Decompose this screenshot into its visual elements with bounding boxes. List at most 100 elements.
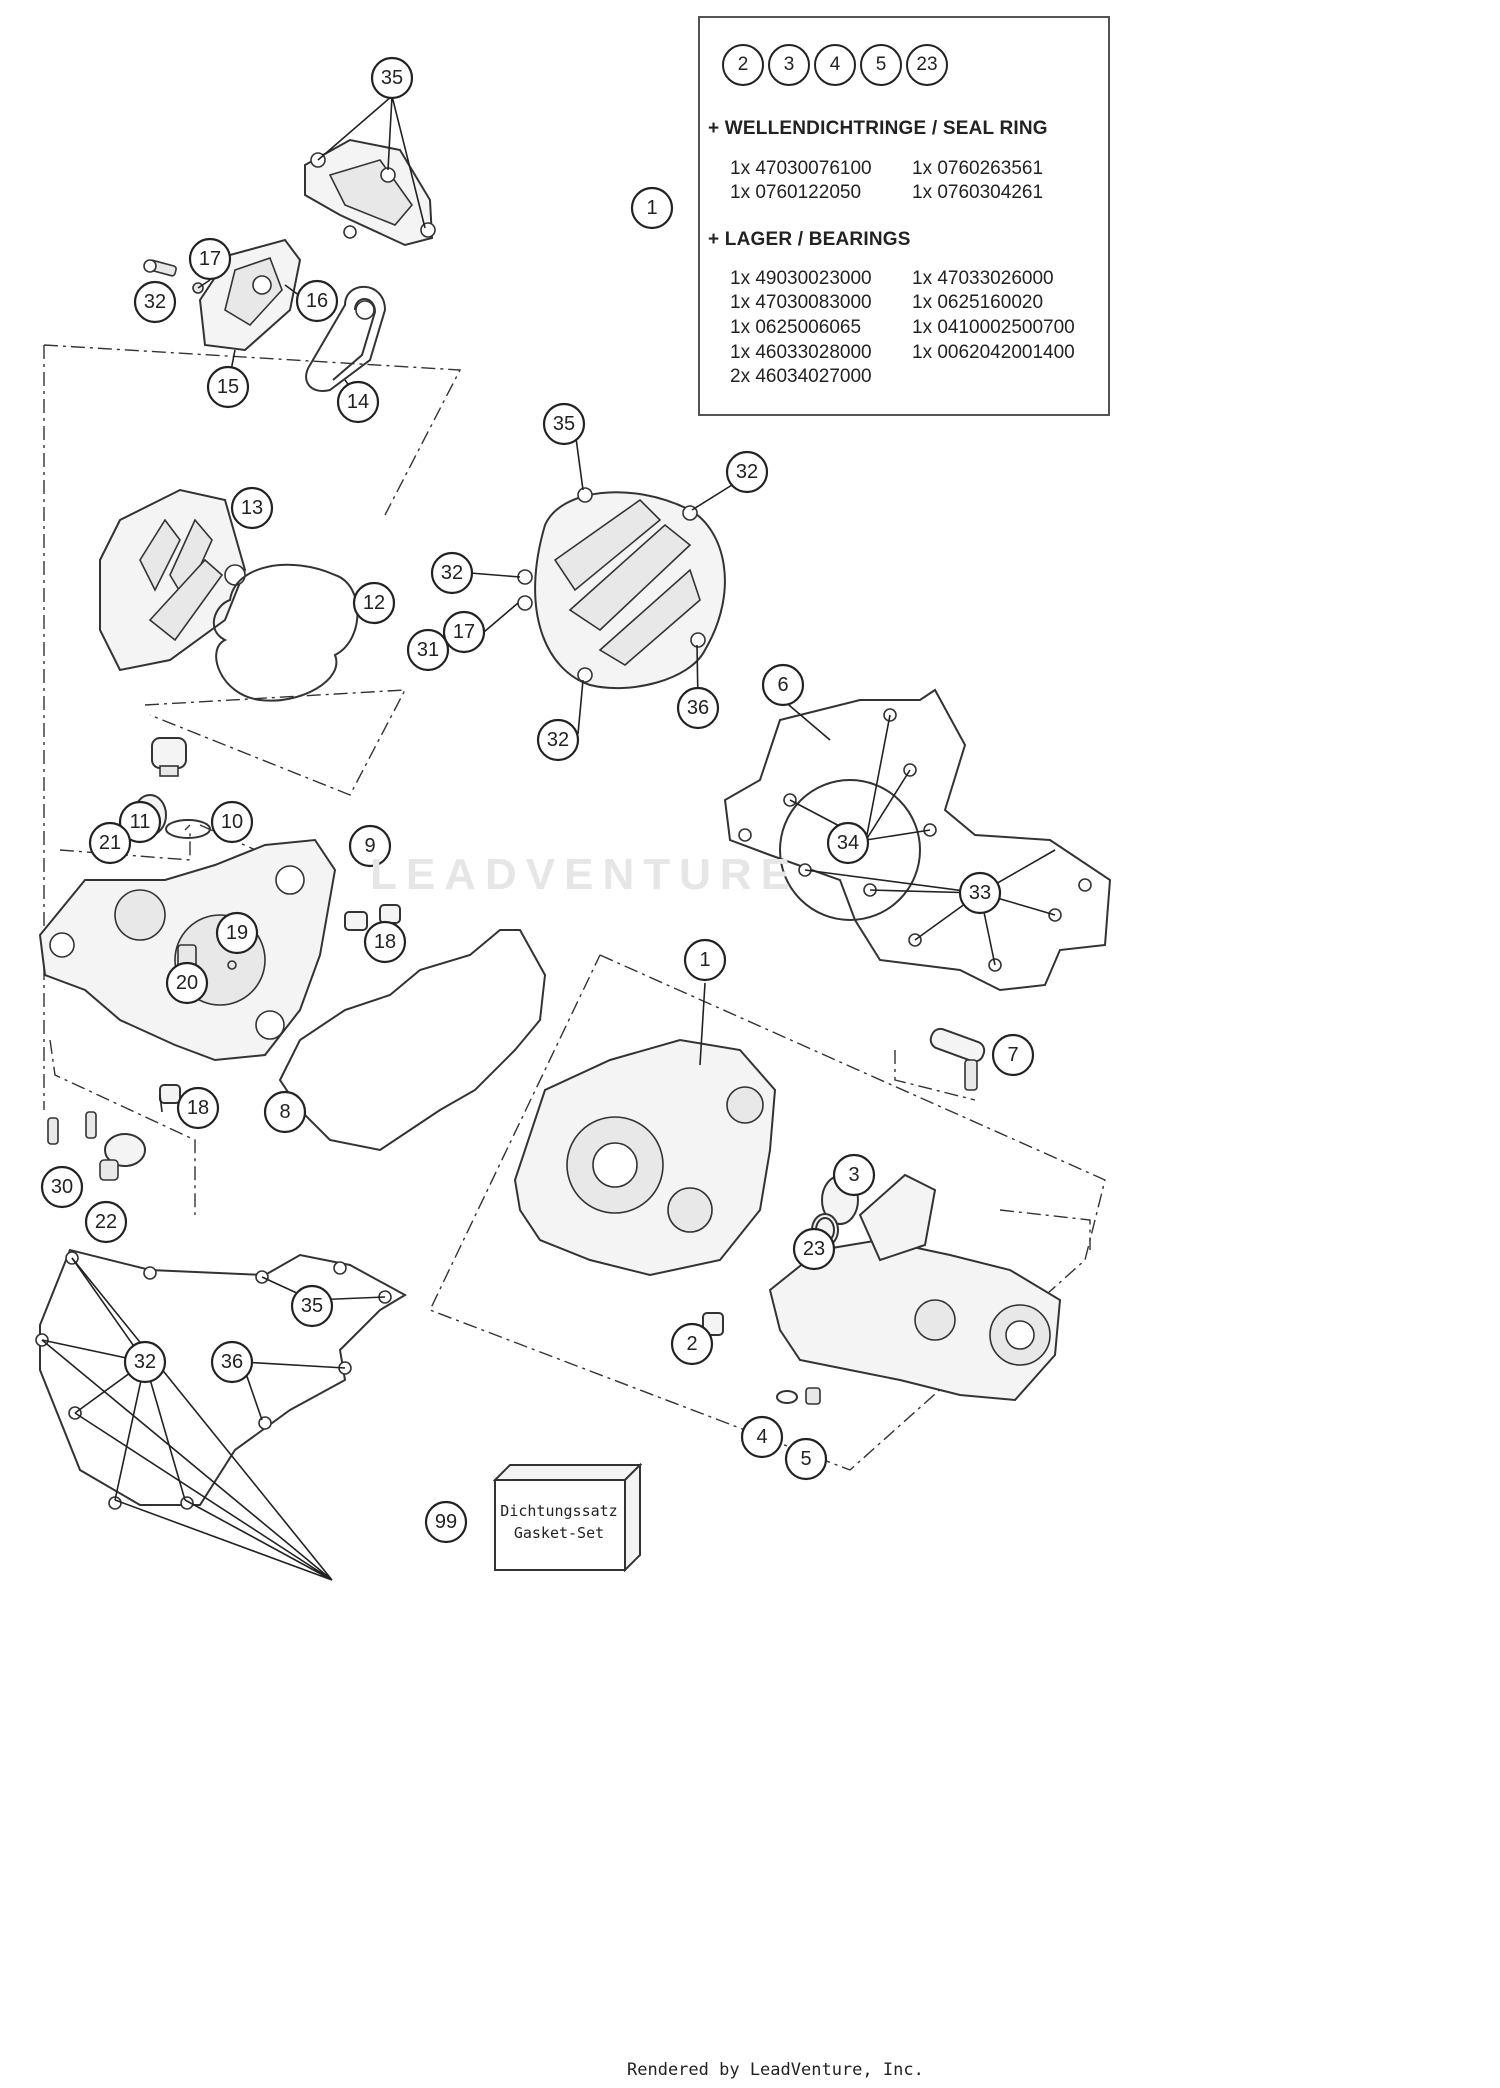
bolt-32-top bbox=[143, 259, 177, 277]
sensor-22 bbox=[99, 1133, 146, 1181]
bearing-part-9: 2x 46034027000 bbox=[730, 366, 872, 387]
water-pump-cover-35 bbox=[304, 138, 436, 247]
callout-2: 2 bbox=[670, 1322, 714, 1366]
svg-text:32: 32 bbox=[134, 1351, 156, 1373]
callout-8: 8 bbox=[263, 1090, 307, 1134]
callout-12: 12 bbox=[352, 581, 396, 625]
bearings-heading: + LAGER / BEARINGS bbox=[708, 229, 911, 250]
kit-part-2: 2 bbox=[722, 44, 764, 86]
seal-part-4: 1x 0760304261 bbox=[912, 182, 1044, 203]
callout-32-pump-bolt: 32 bbox=[133, 280, 177, 324]
svg-text:16: 16 bbox=[306, 290, 328, 312]
gasket-8 bbox=[278, 929, 547, 1152]
callout-35-ignition: 35 bbox=[542, 402, 586, 446]
gasket-set-line2: Gasket-Set bbox=[513, 1524, 605, 1542]
callout-16: 16 bbox=[295, 279, 339, 323]
kit-part-23: 23 bbox=[906, 44, 948, 86]
svg-text:4: 4 bbox=[756, 1426, 767, 1448]
seal-part-1: 1x 47030076100 bbox=[730, 158, 872, 179]
gasket-set-label: Dichtungssatz Gasket-Set bbox=[494, 1500, 624, 1544]
svg-text:23: 23 bbox=[803, 1238, 825, 1260]
callout-17-pump: 17 bbox=[188, 237, 232, 281]
callout-32-ignition-top: 32 bbox=[725, 450, 769, 494]
svg-text:21: 21 bbox=[99, 832, 121, 854]
crankcase-1 bbox=[513, 1038, 1062, 1402]
svg-text:13: 13 bbox=[241, 497, 263, 519]
svg-text:11: 11 bbox=[130, 811, 151, 833]
callout-22: 22 bbox=[84, 1200, 128, 1244]
dowels-18 bbox=[159, 904, 401, 1104]
gasket-holes bbox=[35, 1251, 392, 1510]
svg-text:22: 22 bbox=[95, 1211, 117, 1233]
callout-99: 99 bbox=[424, 1500, 468, 1544]
bearing-part-4: 1x 0625160020 bbox=[912, 292, 1044, 313]
render-credit: Rendered by LeadVenture, Inc. bbox=[627, 2060, 924, 2080]
svg-text:1: 1 bbox=[699, 949, 710, 971]
callout-5: 5 bbox=[784, 1437, 828, 1481]
callout-11: 11 bbox=[118, 800, 162, 844]
exploded-parts-diagram: 35 17 32 16 15 14 13 12 35 32 32 17 31 3… bbox=[35, 56, 1112, 1581]
svg-text:6: 6 bbox=[777, 674, 788, 696]
kit-parts-row: 2 3 4 5 23 bbox=[722, 44, 948, 86]
gasket-6 bbox=[723, 688, 1112, 992]
cover-gasket-12 bbox=[212, 563, 359, 702]
svg-text:1: 1 bbox=[646, 197, 657, 219]
callout-9: 9 bbox=[348, 824, 392, 868]
svg-text:31: 31 bbox=[417, 639, 439, 661]
svg-text:36: 36 bbox=[687, 697, 709, 719]
callout-30: 30 bbox=[40, 1165, 84, 1209]
callout-34: 34 bbox=[826, 821, 870, 865]
callout-32-ignition-left: 32 bbox=[430, 551, 474, 595]
callout-13: 13 bbox=[230, 486, 274, 530]
svg-text:10: 10 bbox=[221, 811, 243, 833]
bearing-part-5: 1x 0625006065 bbox=[730, 317, 862, 338]
callout-7: 7 bbox=[991, 1033, 1035, 1077]
svg-text:30: 30 bbox=[51, 1176, 73, 1198]
bearing-part-6: 1x 0410002500700 bbox=[912, 317, 1075, 338]
callout-14: 14 bbox=[336, 380, 380, 424]
svg-text:18: 18 bbox=[374, 931, 396, 953]
svg-text:9: 9 bbox=[364, 835, 375, 857]
info-box bbox=[698, 16, 1110, 416]
bolts-30 bbox=[47, 1111, 97, 1145]
svg-text:5: 5 bbox=[800, 1448, 811, 1470]
callout-20: 20 bbox=[165, 961, 209, 1005]
watermark: LEADVENTURE bbox=[370, 850, 800, 899]
svg-text:35: 35 bbox=[301, 1295, 323, 1317]
callout-18-top: 18 bbox=[363, 920, 407, 964]
kit-part-5: 5 bbox=[860, 44, 902, 86]
callout-6: 6 bbox=[761, 663, 805, 707]
svg-text:32: 32 bbox=[441, 562, 463, 584]
svg-text:99: 99 bbox=[435, 1511, 457, 1533]
callout-4: 4 bbox=[740, 1415, 784, 1459]
callout-32-ignition-bottom: 32 bbox=[536, 718, 580, 762]
svg-text:17: 17 bbox=[199, 248, 221, 270]
callout-31: 31 bbox=[406, 628, 450, 672]
bearing-part-8: 1x 0062042001400 bbox=[912, 342, 1075, 363]
svg-text:2: 2 bbox=[686, 1333, 697, 1355]
callout-23: 23 bbox=[792, 1227, 836, 1271]
callout-35-gasket: 35 bbox=[290, 1284, 334, 1328]
callout-35-pump-cover: 35 bbox=[370, 56, 414, 100]
svg-text:18: 18 bbox=[187, 1097, 209, 1119]
svg-text:35: 35 bbox=[553, 413, 575, 435]
callout-balloons: 35 17 32 16 15 14 13 12 35 32 32 17 31 3… bbox=[40, 56, 1035, 1544]
seal-ring-heading: + WELLENDICHTRINGE / SEAL RING bbox=[708, 118, 1048, 139]
callout-15: 15 bbox=[206, 365, 250, 409]
bearing-part-2: 1x 47033026000 bbox=[912, 268, 1054, 289]
svg-text:15: 15 bbox=[217, 376, 239, 398]
pump-gasket-14 bbox=[305, 285, 387, 392]
svg-text:33: 33 bbox=[969, 882, 991, 904]
svg-text:3: 3 bbox=[848, 1164, 859, 1186]
svg-text:8: 8 bbox=[279, 1101, 290, 1123]
kit-part-3: 3 bbox=[768, 44, 810, 86]
svg-text:32: 32 bbox=[144, 291, 166, 313]
callout-33: 33 bbox=[958, 871, 1002, 915]
svg-text:32: 32 bbox=[547, 729, 569, 751]
plug-4-5 bbox=[776, 1387, 821, 1405]
callout-1-crankcase: 1 bbox=[683, 938, 727, 982]
callout-32-gasket: 32 bbox=[123, 1340, 167, 1384]
svg-text:36: 36 bbox=[221, 1351, 243, 1373]
seal-part-3: 1x 0760122050 bbox=[730, 182, 862, 203]
callout-1-infobox: 1 bbox=[630, 186, 674, 230]
